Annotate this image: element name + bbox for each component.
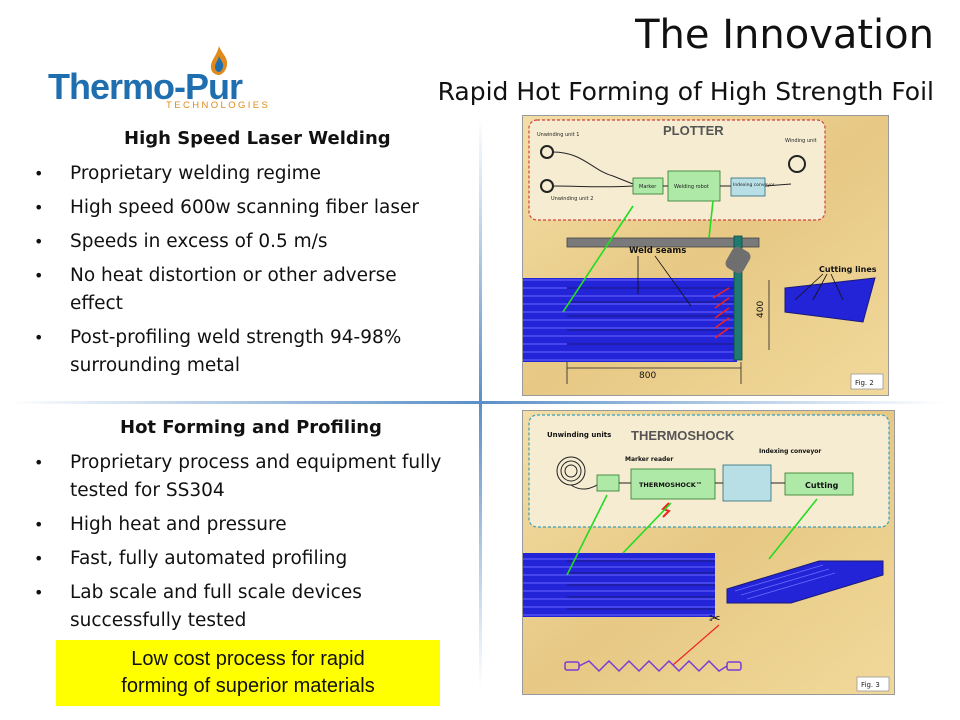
- bullet-icon: •: [34, 328, 44, 347]
- bullet-icon: •: [34, 515, 44, 534]
- logo-tagline: TECHNOLOGIES: [166, 100, 271, 111]
- weld-seams-label: Weld seams: [629, 246, 686, 256]
- list-item: •Speeds in excess of 0.5 m/s: [28, 228, 468, 256]
- list-item: •Proprietary welding regime: [28, 160, 468, 188]
- figure-thermoshock-diagram: THERMOSHOCK Unwinding units Marker reade…: [522, 410, 895, 695]
- svg-text:Indexing conveyor: Indexing conveyor: [733, 182, 775, 188]
- indexing-conveyor-label: Indexing conveyor: [759, 448, 821, 455]
- indexing-conveyor-box: [730, 177, 766, 197]
- unwind2-label: Unwinding unit 2: [551, 196, 593, 202]
- list-item: •Fast, fully automated profiling: [28, 545, 468, 573]
- bullet-icon: •: [34, 266, 44, 285]
- page-title: The Innovation: [635, 12, 934, 58]
- company-logo: Thermo-Pur TECHNOLOGIES: [48, 46, 278, 116]
- laser-welding-bullet-list: •Proprietary welding regime •High speed …: [28, 160, 468, 386]
- bullet-icon: •: [34, 453, 44, 472]
- section-heading-laser-welding: High Speed Laser Welding: [124, 128, 391, 149]
- list-item: •High speed 600w scanning fiber laser: [28, 194, 468, 222]
- flame-icon: [210, 46, 228, 75]
- bullet-icon: •: [34, 583, 44, 602]
- logo-wordmark: Thermo-Pur: [48, 66, 243, 107]
- svg-text:Marker: Marker: [639, 184, 657, 190]
- bullet-icon: •: [34, 232, 44, 251]
- thermoshock-machine-box: [630, 468, 716, 500]
- bullet-icon: •: [34, 549, 44, 568]
- winding-label: Winding unit: [785, 138, 817, 144]
- dimension-800: 800: [639, 371, 656, 381]
- page-subtitle: Rapid Hot Forming of High Strength Foil: [437, 77, 934, 106]
- thermoshock-label: THERMOSHOCK: [631, 428, 735, 443]
- svg-text:THERMOSHOCK™: THERMOSHOCK™: [639, 481, 702, 489]
- svg-text:Cutting: Cutting: [805, 481, 839, 490]
- callout-line-1: Low cost process for rapid: [131, 648, 365, 670]
- bullet-icon: •: [34, 198, 44, 217]
- callout-line-2: forming of superior materials: [121, 675, 375, 697]
- dimension-400: 400: [756, 301, 766, 318]
- list-item: •Lab scale and full scale devices succes…: [28, 579, 400, 635]
- list-item: •High heat and pressure: [28, 511, 468, 539]
- cutting-box: [784, 472, 854, 496]
- indexing-conveyor-box: [722, 464, 772, 502]
- scissors-icon: ✂: [709, 611, 721, 627]
- hot-forming-bullet-list: •Proprietary process and equipment fully…: [28, 449, 468, 641]
- svg-text:Welding robot: Welding robot: [674, 184, 709, 190]
- highlight-callout: Low cost process for rapid forming of su…: [56, 640, 440, 706]
- unwinding-units-label: Unwinding units: [547, 431, 611, 439]
- unwind1-label: Unwinding unit 1: [537, 132, 579, 138]
- list-item: •No heat distortion or other adverse eff…: [28, 262, 400, 318]
- list-item: •Proprietary process and equipment fully…: [28, 449, 468, 505]
- bullet-icon: •: [34, 164, 44, 183]
- list-item: •Post-profiling weld strength 94-98% sur…: [28, 324, 430, 380]
- marker-reader-box: [596, 474, 620, 492]
- marker-reader-label: Marker reader: [625, 456, 673, 463]
- figure-plotter-diagram: PLOTTER Unwinding unit 1 Unwinding unit …: [522, 115, 889, 396]
- section-heading-hot-forming: Hot Forming and Profiling: [120, 417, 382, 438]
- fig2-caption: Fig. 2: [855, 379, 874, 387]
- plotter-label: PLOTTER: [663, 123, 724, 138]
- cutting-lines-label: Cutting lines: [819, 265, 877, 274]
- welding-robot-box: [667, 170, 721, 202]
- fig3-caption: Fig. 3: [861, 681, 880, 689]
